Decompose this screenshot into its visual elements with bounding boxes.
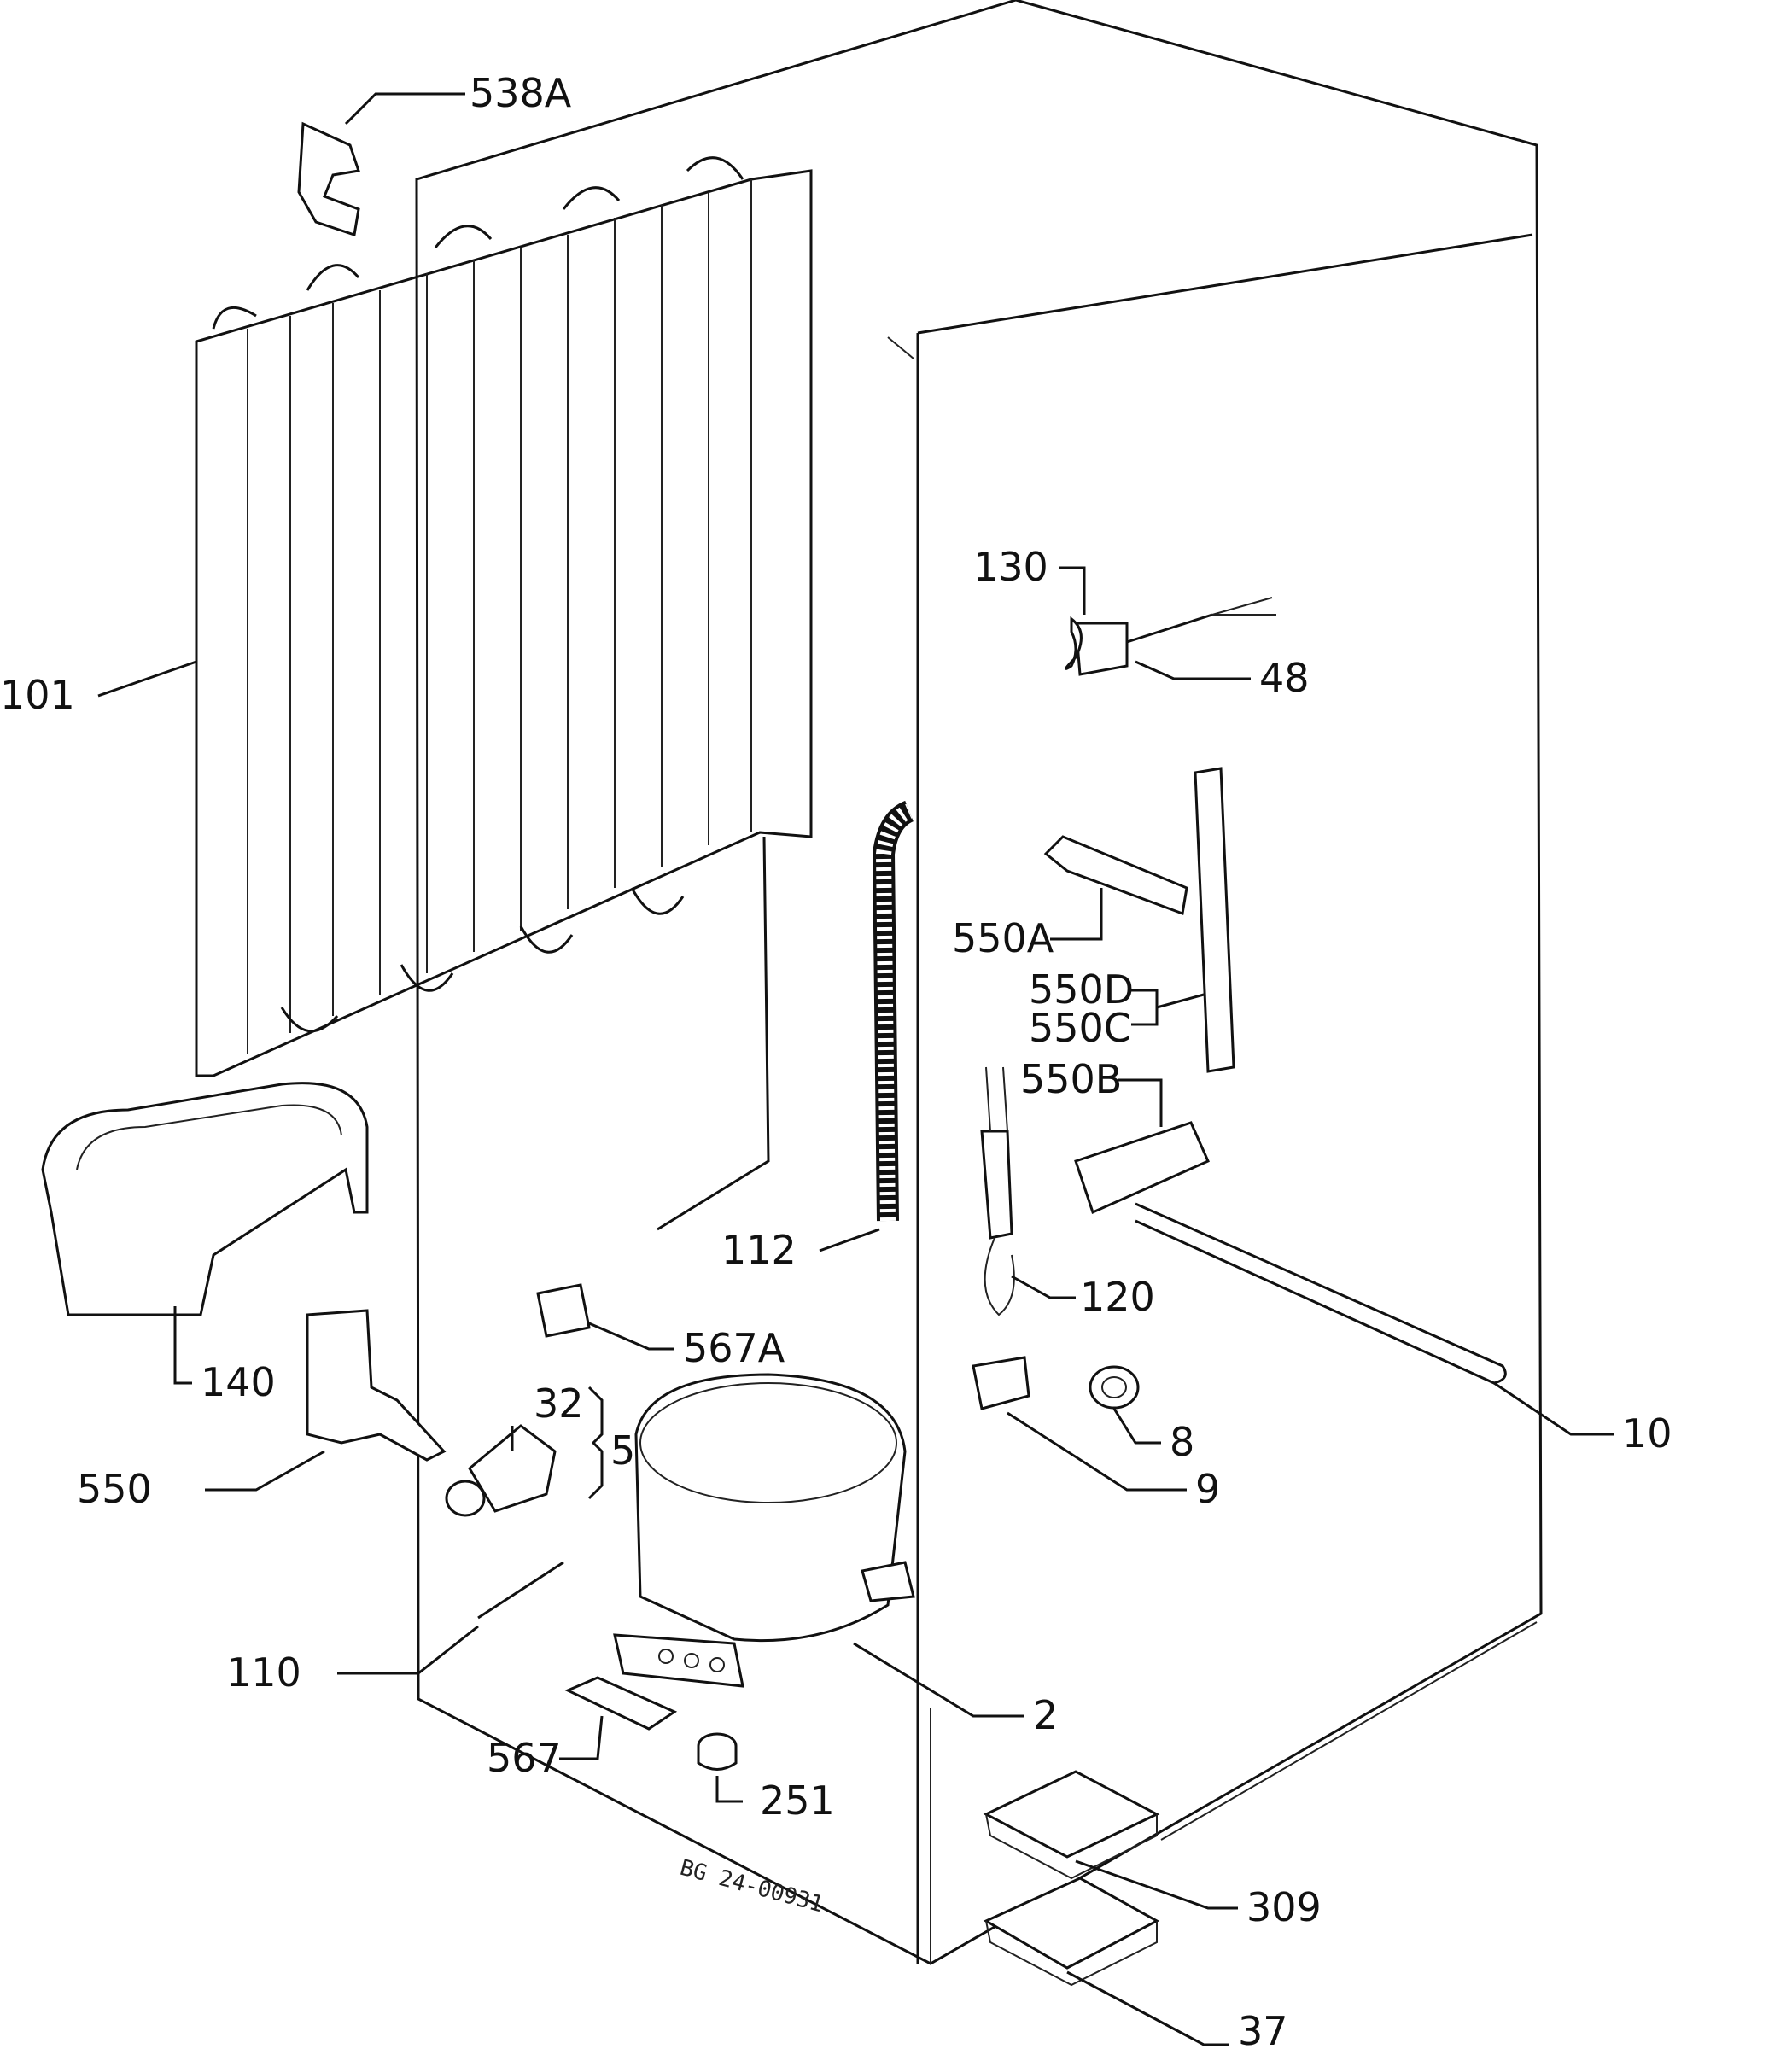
callout-110: 110 xyxy=(226,1649,301,1696)
drip-tray xyxy=(41,1082,369,1316)
callout-550d: 550D xyxy=(1029,966,1134,1013)
holder-550b xyxy=(1074,1121,1210,1215)
starter-relay-9 xyxy=(972,1356,1030,1410)
compressor xyxy=(613,1373,915,1688)
condenser-fins xyxy=(247,179,752,1054)
overload-8 xyxy=(1089,1365,1140,1410)
relay-120 xyxy=(980,1066,1015,1316)
pipe-110 xyxy=(477,1561,564,1620)
grommet-251 xyxy=(697,1732,738,1771)
clip-538a xyxy=(297,121,360,236)
callout-37: 37 xyxy=(1238,2008,1288,2049)
clip-130 xyxy=(1065,616,1083,670)
bracket-550a xyxy=(1043,835,1188,916)
heater-10 xyxy=(1135,1202,1507,1385)
callout-10: 10 xyxy=(1622,1410,1672,1456)
callout-309: 309 xyxy=(1246,1884,1322,1930)
drawing-code: BG 24-00931 xyxy=(677,1855,826,1918)
callout-9: 9 xyxy=(1195,1466,1220,1512)
callout-8: 8 xyxy=(1170,1419,1194,1465)
callout-5: 5 xyxy=(610,1427,635,1474)
callout-2: 2 xyxy=(1033,1692,1058,1738)
leader-lines xyxy=(97,92,1614,2046)
callout-112: 112 xyxy=(721,1227,797,1273)
callout-101: 101 xyxy=(0,672,75,718)
callout-538a: 538A xyxy=(470,70,572,116)
callout-251: 251 xyxy=(760,1778,835,1824)
callout-550a: 550A xyxy=(952,915,1054,961)
condenser-coil-loops xyxy=(212,156,744,1033)
callout-48: 48 xyxy=(1259,655,1310,701)
terminal-box-37 xyxy=(983,1877,1160,1987)
terminal-box-309 xyxy=(983,1770,1160,1880)
bracket-550 xyxy=(306,1309,447,1462)
callout-32: 32 xyxy=(534,1381,584,1427)
condenser xyxy=(195,156,813,1231)
rail-550c-550d xyxy=(1194,767,1235,1073)
solenoid-32 xyxy=(445,1424,557,1517)
callout-120: 120 xyxy=(1080,1274,1155,1320)
thermostat xyxy=(1074,597,1276,676)
callout-567a: 567A xyxy=(683,1325,785,1371)
pad-567a xyxy=(536,1283,591,1338)
callout-567: 567 xyxy=(487,1735,562,1781)
callout-550: 550 xyxy=(77,1466,152,1512)
callout-130: 130 xyxy=(973,544,1048,590)
callout-550b: 550B xyxy=(1020,1056,1122,1102)
callout-140: 140 xyxy=(201,1359,276,1405)
plate-567 xyxy=(564,1676,678,1731)
cabinet-body xyxy=(415,0,1543,1965)
callout-550c: 550C xyxy=(1029,1005,1131,1051)
drain-hose xyxy=(872,800,914,1222)
